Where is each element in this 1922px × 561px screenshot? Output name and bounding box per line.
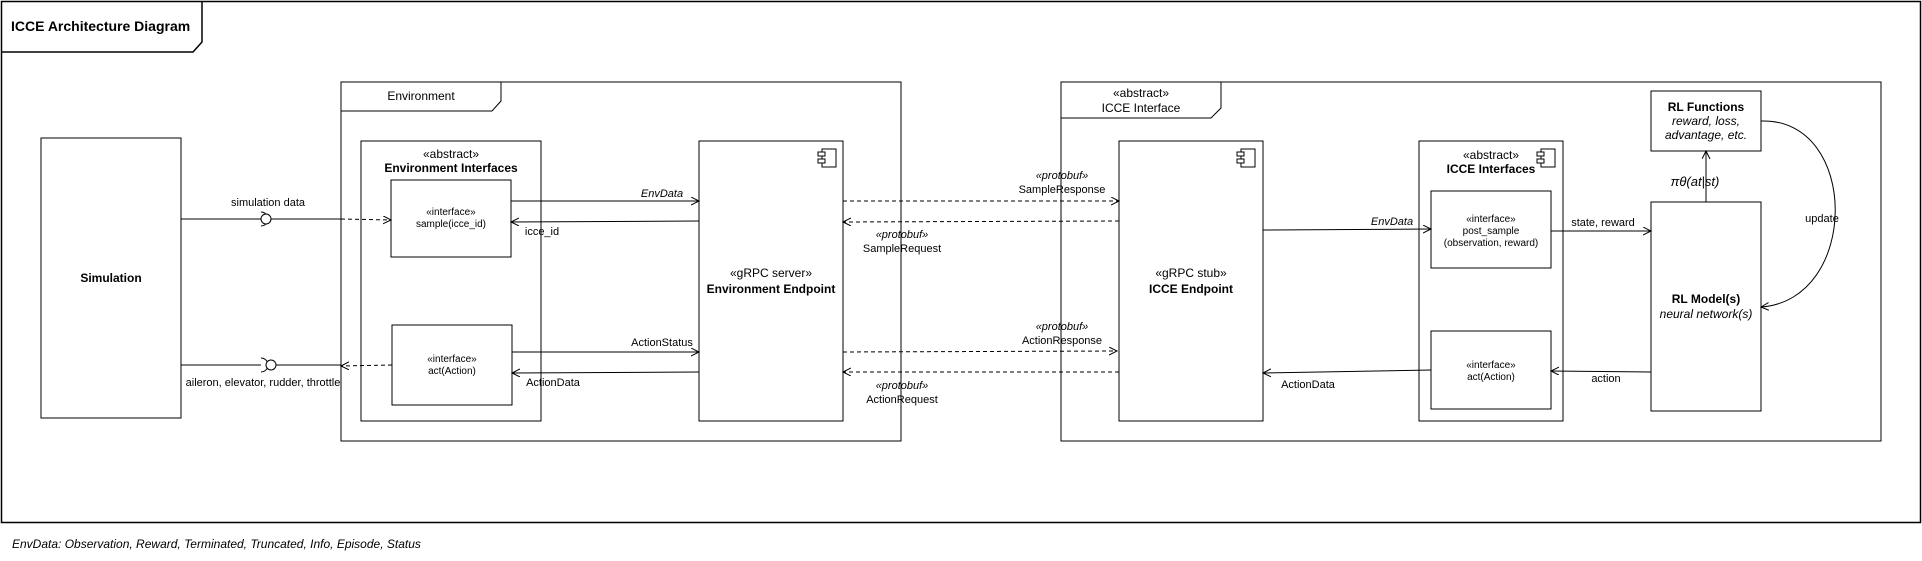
env-data-arrow: EnvData: [511, 188, 699, 201]
environment-endpoint-stereotype: «gRPC server»: [730, 266, 812, 280]
icce-frame-label: ICCE Interface: [1102, 101, 1181, 115]
icce-frame-stereotype: «abstract»: [1113, 86, 1169, 100]
outer-frame: ICCE Architecture Diagram: [0, 0, 1922, 524]
sample-request-arrow: «protobuf» SampleRequest: [843, 221, 1120, 255]
rl-functions-subtitle2: advantage, etc.: [1665, 128, 1747, 142]
action-status-label: ActionStatus: [631, 337, 693, 349]
rl-model[interactable]: RL Model(s) neural network(s): [1650, 201, 1762, 412]
action-response-protobuf: «protobuf»: [1036, 321, 1089, 333]
footer-note: EnvData: Observation, Reward, Terminated…: [12, 537, 421, 551]
action-request-label: ActionRequest: [866, 394, 938, 406]
action-request-arrow: «protobuf» ActionRequest: [843, 372, 1119, 406]
environment-endpoint[interactable]: «gRPC server» Environment Endpoint: [698, 140, 844, 422]
icce-endpoint[interactable]: «gRPC stub» ICCE Endpoint: [1118, 140, 1264, 422]
actuators-label: aileron, elevator, rudder, throttle: [186, 377, 341, 389]
rl-functions-subtitle: reward, loss,: [1672, 114, 1740, 128]
action-data-left-arrow: ActionData: [512, 372, 700, 389]
rl-functions-title: RL Functions: [1668, 100, 1745, 114]
action-label: action: [1591, 373, 1620, 385]
action-response-label: ActionResponse: [1022, 335, 1102, 347]
component-icon: [817, 148, 837, 168]
env-data-right-arrow: EnvData: [1262, 216, 1431, 230]
sample-response-arrow: «protobuf» SampleResponse: [843, 170, 1119, 201]
update-label: update: [1805, 213, 1839, 225]
rl-functions[interactable]: RL Functions reward, loss, advantage, et…: [1650, 90, 1762, 152]
post-sample-stereotype: «interface»: [1466, 214, 1516, 225]
environment-endpoint-title: Environment Endpoint: [707, 282, 836, 296]
simulation-label: Simulation: [80, 271, 141, 285]
rl-model-title: RL Model(s): [1672, 292, 1740, 306]
action-request-protobuf: «protobuf»: [876, 380, 929, 392]
env-data-right-label: EnvData: [1371, 216, 1413, 228]
policy-label: πθ(at|st): [1671, 174, 1720, 189]
update-arrow: update: [1761, 120, 1839, 307]
icce-act-interface-signature: act(Action): [1467, 372, 1515, 383]
frame-title: ICCE Architecture Diagram: [11, 18, 190, 34]
post-sample-args: (observation, reward): [1444, 238, 1538, 249]
environment-frame: Environment: [340, 81, 902, 442]
component-icon: [1536, 148, 1556, 168]
sample-response-protobuf: «protobuf»: [1036, 170, 1089, 182]
action-status-arrow: ActionStatus: [512, 337, 699, 352]
env-act-interface-signature: act(Action): [428, 366, 476, 377]
policy-arrow: πθ(at|st): [1671, 151, 1720, 202]
actuator-connector: aileron, elevator, rudder, throttle: [181, 357, 393, 389]
icce-id-label: icce_id: [525, 226, 559, 238]
sample-interface-stereotype: «interface»: [426, 207, 476, 218]
post-sample-signature: post_sample: [1463, 226, 1520, 237]
icce-act-interface-stereotype: «interface»: [1466, 360, 1516, 371]
icce-act-interface[interactable]: «interface» act(Action): [1430, 330, 1552, 410]
env-act-interface-stereotype: «interface»: [427, 354, 477, 365]
environment-interfaces-title: Environment Interfaces: [384, 161, 518, 175]
action-response-arrow: «protobuf» ActionResponse: [842, 321, 1117, 352]
action-data-right-arrow: ActionData: [1263, 370, 1432, 391]
environment-interfaces-stereotype: «abstract»: [423, 147, 479, 161]
action-data-right-label: ActionData: [1281, 379, 1336, 391]
rl-model-subtitle: neural network(s): [1660, 307, 1753, 321]
env-data-label: EnvData: [641, 188, 683, 200]
state-reward-arrow: state, reward: [1551, 217, 1651, 231]
simulation-block[interactable]: Simulation: [40, 137, 182, 419]
sample-request-label: SampleRequest: [863, 243, 941, 255]
env-act-interface[interactable]: «interface» act(Action): [391, 324, 513, 406]
icce-interfaces-stereotype: «abstract»: [1463, 148, 1519, 162]
simulation-data-label: simulation data: [231, 197, 306, 209]
component-icon: [1236, 148, 1256, 168]
sample-interface[interactable]: «interface» sample(icce_id): [390, 179, 512, 258]
icce-interface-frame: «abstract» ICCE Interface: [1060, 81, 1882, 442]
icce-interfaces-title: ICCE Interfaces: [1447, 162, 1536, 176]
icce-id-arrow: icce_id: [511, 221, 700, 238]
state-reward-label: state, reward: [1571, 217, 1635, 229]
sample-response-label: SampleResponse: [1019, 184, 1106, 196]
simulation-data-connector: simulation data: [181, 197, 391, 227]
icce-endpoint-title: ICCE Endpoint: [1149, 282, 1233, 296]
icce-endpoint-stereotype: «gRPC stub»: [1155, 266, 1227, 280]
action-arrow: action: [1551, 371, 1652, 385]
environment-frame-label: Environment: [387, 89, 455, 103]
sample-request-protobuf: «protobuf»: [876, 229, 929, 241]
post-sample-interface[interactable]: «interface» post_sample (observation, re…: [1430, 190, 1552, 269]
action-data-left-label: ActionData: [526, 377, 581, 389]
sample-interface-signature: sample(icce_id): [416, 219, 486, 230]
